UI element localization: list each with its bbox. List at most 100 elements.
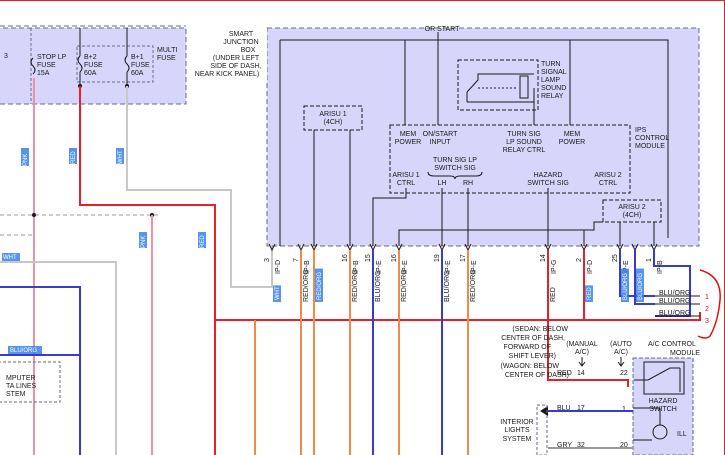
tag-wht2-bg	[2, 253, 20, 261]
wire-wht-left	[0, 261, 117, 455]
manual-ac-1: (MANUAL	[566, 341, 598, 348]
pin-number: 1	[646, 258, 653, 262]
sjb-title-4: (UNDER LEFT	[213, 55, 260, 62]
ips-control-module	[389, 124, 631, 194]
mem-power-1-b: POWER	[395, 139, 421, 146]
tag-pnk2-bg	[139, 232, 147, 248]
sjb-top-bus	[280, 39, 669, 238]
right-bus-labels: BLU/ORG BLU/ORG BLU/ORG	[659, 290, 691, 317]
tag-wht1: WHT	[118, 150, 124, 164]
fuse-box: 3 STOP LP FUSE 15A B+2 FUSE 60A B+1 FUSE…	[0, 0, 187, 105]
bus-label-3: BLU/ORG	[659, 310, 691, 317]
splice-dot-1	[32, 213, 36, 217]
sjb-out-arisu2	[398, 221, 603, 246]
auto-arrow	[617, 357, 625, 367]
arisu2-ctrl-a: ARISU 2	[594, 172, 621, 179]
connector-id: IP-E	[623, 260, 630, 274]
computer-label-3: STEM	[6, 391, 26, 398]
location-note-6: CENTER OF DASH)	[505, 372, 569, 379]
wire-color-tag-bg	[315, 268, 323, 302]
b2-fuse-label-2: FUSE	[84, 62, 103, 69]
red-annotation: 1 2 3	[697, 269, 721, 339]
ac-pin-20: 20	[620, 442, 628, 449]
annotation-num-3: 3	[705, 318, 709, 325]
lh-label: LH	[438, 180, 447, 187]
turn-sig-sound-c: RELAY CTRL	[503, 147, 546, 154]
sjb-title-bg	[195, 28, 267, 80]
sjb-title-6: NEAR KICK PANEL)	[195, 71, 259, 78]
computer-label-1: MPUTER	[6, 375, 36, 382]
interior-gry-label: GRY	[557, 442, 572, 449]
ac-title-2: MODULE	[670, 350, 700, 357]
location-note-3: FORWARD OF	[504, 344, 551, 351]
sjb-out-arisu1-ctrl	[372, 188, 407, 246]
hazard-switch-box	[643, 361, 685, 395]
pin-number: 3	[264, 258, 271, 262]
interior-label-1: INTERIOR	[500, 419, 533, 426]
interior-blu-label: BLU	[557, 405, 571, 412]
fuse-header-strip	[0, 0, 186, 27]
connector-id: IP-B	[657, 260, 664, 274]
turn-sig-switch-b: SWITCH SIG	[434, 165, 476, 172]
b1-fuse-label-2: FUSE	[131, 62, 150, 69]
relay-coil	[519, 75, 529, 99]
ac-pin-1: 1	[622, 406, 626, 413]
tag-pnk2: PNK	[141, 236, 147, 248]
arisu1-label-2: (4CH)	[324, 119, 343, 126]
interior-lights: BLU 17 INTERIOR LIGHTS SYSTEM GRY 32	[500, 404, 633, 455]
connector-id: IP-E	[402, 260, 409, 274]
wire-color-tag-bg	[621, 268, 629, 302]
sjb-title-2: JUNCTION	[223, 39, 258, 46]
relay-contact	[466, 73, 534, 93]
annotation-bracket	[697, 269, 721, 339]
out-wire-ipg14	[547, 250, 629, 387]
relay-label-4: SOUND	[541, 85, 566, 92]
pin-number: 17	[460, 254, 467, 262]
ac-pin-14: 14	[577, 370, 585, 377]
ac-pin-22: 22	[620, 370, 628, 377]
stop-fuse-label-2: FUSE	[37, 62, 56, 69]
ips-label-2: CONTROL	[635, 135, 669, 142]
tag-wht1-bg	[116, 148, 124, 164]
ill-label: ILL	[677, 431, 687, 438]
tag-red1: RED	[71, 151, 77, 164]
turn-sig-brace	[427, 171, 483, 180]
bus-label-2: BLU/ORG	[659, 298, 691, 305]
out-wire-tagged-blu	[634, 250, 655, 305]
wire-color-label: BLU/ORG	[623, 273, 629, 300]
connector-id: IP-B	[353, 260, 360, 274]
relay-label-5: RELAY	[541, 93, 564, 100]
out-wire-ipb1	[653, 250, 691, 317]
b2-fuse-label-3: 60A	[84, 70, 97, 77]
ac-title-1: A/C CONTROL	[648, 341, 696, 348]
tag-pnk1: PNK	[23, 154, 29, 166]
arisu2-ctrl-b: CTRL	[599, 180, 617, 187]
hazard-sig-b: SWITCH SIG	[527, 180, 569, 187]
hazard-label-1: HAZARD	[649, 398, 678, 405]
connector-id: IP-G	[551, 260, 558, 274]
wire-color-label: RED/ORG	[303, 269, 310, 302]
pin-number: 15	[365, 254, 372, 262]
auto-ac-2: A/C)	[614, 349, 628, 356]
on-start-b: INPUT	[430, 139, 452, 146]
interior-label-3: SYSTEM	[503, 436, 532, 443]
interior-label-2: LIGHTS	[504, 427, 530, 434]
b1-fuse-symbol	[124, 55, 130, 73]
relay-label-1: TURN	[541, 61, 560, 68]
interior-box-edge	[536, 404, 548, 455]
turn-sig-switch-a: TURN SIG LP	[433, 157, 477, 164]
mem-power-1-a: MEM	[400, 131, 417, 138]
or-start-label: OR START	[425, 26, 460, 33]
wire-color-label: RED/ORG	[470, 269, 477, 302]
ac-control-module: (SEDAN: BELOW CENTER OF DASH, FORWARD OF…	[501, 326, 700, 455]
hazard-label-2: SWITCH	[649, 406, 677, 413]
b2-fuse-symbol	[77, 55, 83, 73]
wire-color-label: BLU/ORG	[638, 273, 644, 300]
turn-sig-sound-b: LP SOUND	[506, 139, 542, 146]
hazard-sig-a: HAZARD	[534, 172, 563, 179]
computer-label-2: TA LINES	[6, 383, 37, 390]
connector-chevron	[268, 243, 276, 252]
arisu1-ctrl-b: CTRL	[397, 180, 415, 187]
